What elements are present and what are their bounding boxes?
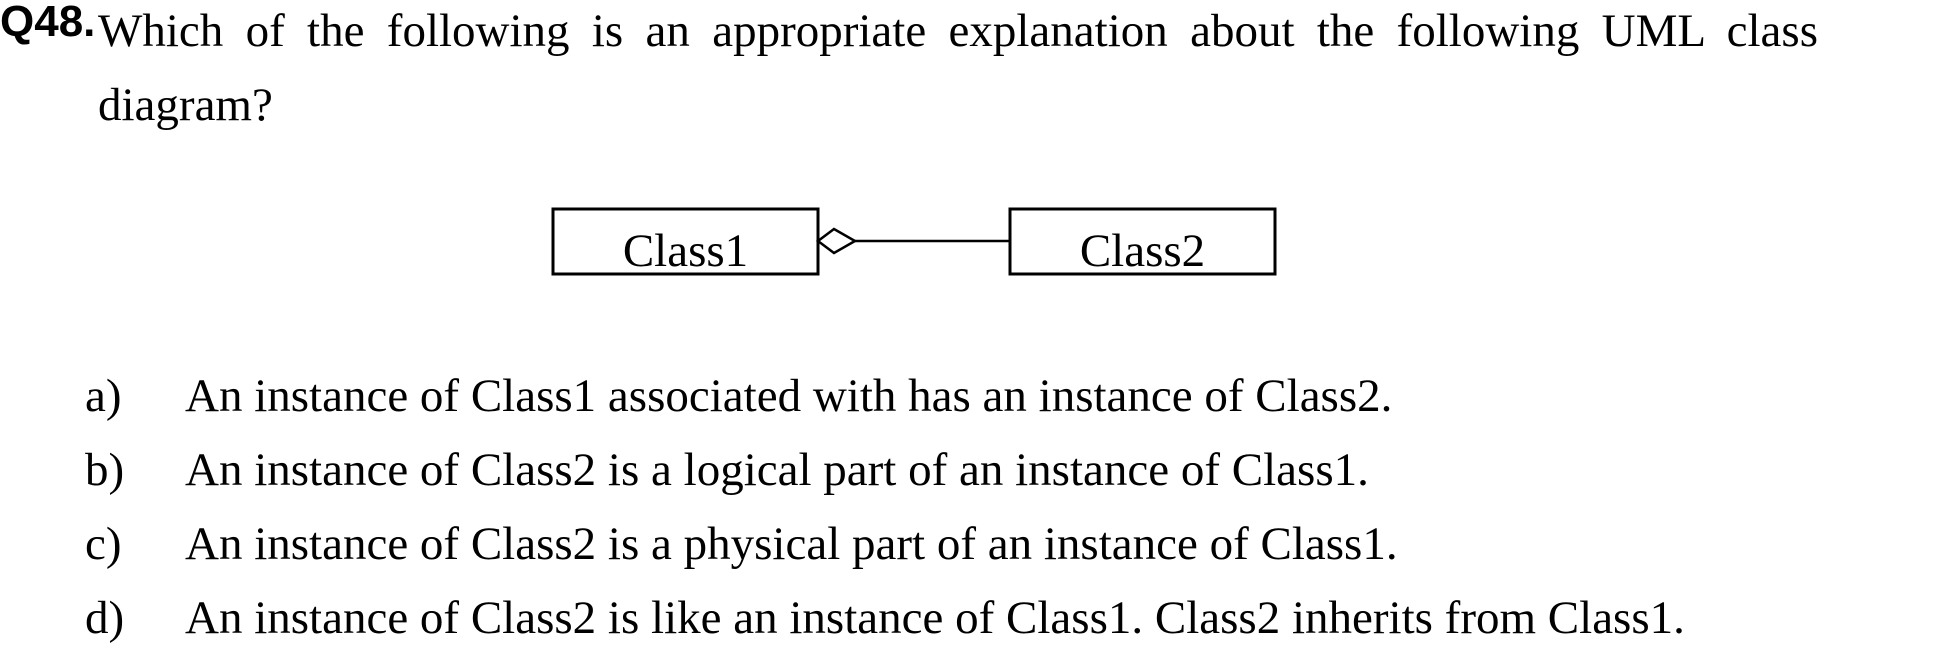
aggregation-diamond-icon xyxy=(815,227,858,255)
question-text: Which of the following is an appropriate… xyxy=(98,5,1818,131)
class2-label: Class2 xyxy=(1080,225,1205,277)
option-letter: c) xyxy=(85,518,122,570)
option-text: An instance of Class2 is like an instanc… xyxy=(185,592,1685,644)
option-text: An instance of Class1 associated with ha… xyxy=(185,370,1393,422)
option-letter: d) xyxy=(85,592,125,644)
option-text: An instance of Class2 is a logical part … xyxy=(185,444,1369,496)
class1-label: Class1 xyxy=(623,225,748,277)
option-text: An instance of Class2 is a physical part… xyxy=(185,518,1398,570)
class2-box xyxy=(1008,207,1277,276)
option-letter: a) xyxy=(85,370,122,422)
option-letter: b) xyxy=(85,444,125,496)
question-number: Q48. xyxy=(0,0,96,46)
